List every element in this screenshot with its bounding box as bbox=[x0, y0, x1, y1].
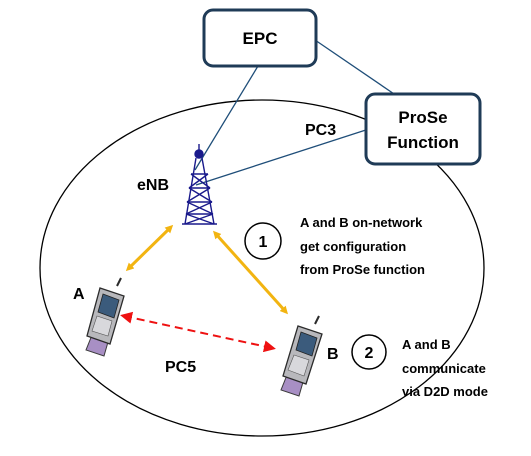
step-2-line-3: via D2D mode bbox=[402, 384, 488, 399]
step-2-badge bbox=[351, 334, 387, 370]
pc3-label: PC3 bbox=[305, 122, 336, 139]
prose-label-line2: Function bbox=[387, 133, 459, 152]
step-1-line-1: A and B on-network bbox=[300, 215, 423, 230]
pc5-arrow bbox=[120, 311, 276, 353]
ue-a-phone-icon bbox=[85, 277, 125, 357]
step-2: 2 A and B communicate via D2D mode bbox=[351, 334, 488, 399]
enb-label: eNB bbox=[137, 177, 169, 194]
step-2-line-1: A and B bbox=[402, 337, 451, 352]
ue-b-phone-icon bbox=[280, 315, 323, 397]
enb-tower-icon bbox=[182, 144, 217, 225]
prose-label-line1: ProSe bbox=[398, 108, 447, 127]
step-1-number: 1 bbox=[259, 234, 268, 251]
step-2-line-2: communicate bbox=[402, 361, 486, 376]
enb-b-arrow bbox=[212, 230, 289, 315]
coverage-area bbox=[39, 99, 485, 437]
step-2-number: 2 bbox=[365, 345, 374, 362]
epc-node: EPC bbox=[202, 8, 318, 68]
epc-enb-link bbox=[194, 65, 259, 171]
enb-a-arrow bbox=[125, 224, 174, 272]
prose-function-node: ProSe Function bbox=[364, 92, 482, 166]
step-1-badge bbox=[244, 222, 282, 260]
ue-b-label: B bbox=[327, 346, 339, 363]
step-1-line-3: from ProSe function bbox=[300, 262, 425, 277]
step-1: 1 A and B on-network get configuration f… bbox=[244, 215, 425, 277]
ue-a-label: A bbox=[73, 286, 85, 303]
pc5-label: PC5 bbox=[165, 359, 196, 376]
pc3-link bbox=[195, 127, 373, 186]
epc-label: EPC bbox=[243, 29, 278, 48]
epc-prose-link bbox=[314, 39, 401, 99]
step-1-line-2: get configuration bbox=[300, 239, 406, 254]
